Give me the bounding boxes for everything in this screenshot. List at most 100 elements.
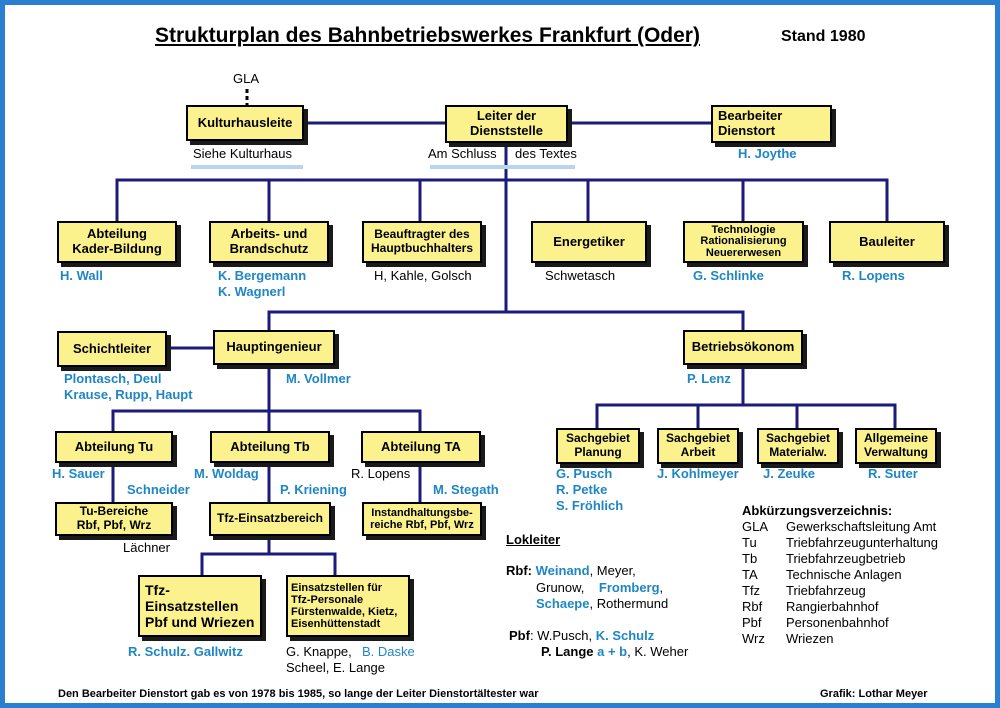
- abbrev-text: Gewerkschaftsleitung Amt: [786, 519, 937, 534]
- label-am-schluss: Am Schluss: [428, 146, 497, 161]
- name-vollmer: M. Vollmer: [286, 371, 351, 386]
- name-krause: Krause, Rupp, Haupt: [64, 387, 193, 402]
- abbrev-row: Rbf Rangierbahnhof: [742, 599, 879, 615]
- abbrev-text: Wriezen: [786, 631, 834, 646]
- abbrev-title: Abkürzungsverzeichnis:: [742, 503, 893, 518]
- name-grunow: Grunow,: [536, 580, 585, 595]
- name-schlinke: G. Schlinke: [693, 268, 764, 283]
- name-weinand: Weinand: [535, 563, 590, 578]
- lokleiter-pbf-line2: P. Lange a + b, K. Weher: [541, 644, 689, 660]
- box-beauftragter: Beauftragter des Hauptbuchhalters: [362, 221, 486, 267]
- name-fromberg: Fromberg: [598, 580, 660, 595]
- name-joythe: H. Joythe: [738, 146, 797, 161]
- name-rothermund: , Rothermund: [589, 596, 669, 611]
- name-pusch: G. Pusch: [556, 466, 613, 481]
- abbrev-text: Personenbahnhof: [786, 615, 889, 630]
- name-suter: R. Suter: [868, 466, 918, 481]
- footer-credit: Grafik: Lothar Meyer: [820, 688, 928, 700]
- underline-kulturhaus: [191, 165, 303, 169]
- box-sachgebiet-planung: Sachgebiet Planung: [556, 428, 644, 468]
- abbrev-key: TA: [742, 567, 758, 582]
- name-kahle: H, Kahle, Golsch: [374, 268, 472, 283]
- name-petke: R. Petke: [556, 482, 608, 497]
- abbrev-key: GLA: [742, 519, 769, 534]
- box-bearbeiter-dienstort: Bearbeiter Dienstort: [711, 105, 836, 147]
- abbrev-text: Rangierbahnhof: [786, 599, 879, 614]
- name-kriening: P. Kriening: [280, 482, 347, 497]
- box-hauptingenieur: Hauptingenieur: [213, 330, 339, 369]
- name-plontasch: Plontasch, Deul: [64, 371, 162, 386]
- box-instandhaltung: Instandhaltungsbe- reiche Rbf, Pbf, Wrz: [362, 502, 486, 540]
- box-allgemeine-verwaltung: Allgemeine Verwaltung: [855, 428, 941, 468]
- name-laechner: Lächner: [123, 540, 170, 555]
- box-schichtleiter: Schichtleiter: [57, 331, 171, 371]
- name-schaepe: Schaepe: [536, 596, 590, 611]
- box-tfz-einsatzbereich: Tfz-Einsatzbereich: [209, 502, 335, 540]
- abbrev-row: Tu Triebfahrzeugunterhaltung: [742, 535, 939, 551]
- box-sachgebiet-arbeit: Sachgebiet Arbeit: [657, 428, 743, 468]
- box-technologie: Technologie Rationalisierung Neuererwese…: [683, 221, 808, 267]
- box-abteilung-tu: Abteilung Tu: [55, 431, 177, 467]
- abbrev-text: Triebfahrzeugbetrieb: [786, 551, 906, 566]
- abbrev-text: Technische Anlagen: [786, 567, 902, 582]
- abbrev-row: Wrz Wriezen: [742, 631, 834, 647]
- gla-label: GLA: [233, 71, 260, 86]
- name-p-lange: P. Lange: [541, 644, 594, 659]
- name-wagnerl: K. Wagnerl: [218, 284, 286, 299]
- lokleiter-pbf-line1: Pbf: W.Pusch, K. Schulz: [509, 628, 654, 644]
- box-abteilung-ta: Abteilung TA: [361, 431, 485, 467]
- name-zeuke: J. Zeuke: [763, 466, 816, 481]
- name-daske: B. Daske: [362, 644, 415, 659]
- name-schulz-gallwitz: R. Schulz. Gallwitz: [128, 644, 243, 659]
- box-kulturhausleite: Kulturhausleite: [186, 105, 308, 145]
- name-wall: H. Wall: [60, 268, 103, 283]
- box-sachgebiet-material: Sachgebiet Materialw.: [757, 428, 843, 468]
- chart-title: Strukturplan des Bahnbetriebswerkes Fran…: [155, 24, 700, 47]
- comma-fromberg: ,: [659, 580, 664, 595]
- name-schneider: Schneider: [127, 482, 190, 497]
- name-stegath: M. Stegath: [433, 482, 499, 497]
- abbrev-key: Rbf: [742, 599, 763, 614]
- abbrev-key: Wrz: [742, 631, 765, 646]
- abbrev-row: GLA Gewerkschaftsleitung Amt: [742, 519, 937, 535]
- abbrev-key: Pbf: [742, 615, 762, 630]
- label-des-textes: des Textes: [515, 146, 577, 161]
- box-abteilung-kader: Abteilung Kader-Bildung: [57, 221, 181, 267]
- lokleiter-rbf-prefix: Rbf:: [506, 563, 532, 578]
- name-meyer: , Meyer,: [589, 563, 636, 578]
- abbrev-row: Tb Triebfahrzeugbetrieb: [742, 551, 906, 567]
- name-w-pusch: : W.Pusch,: [529, 628, 593, 643]
- abbrev-key: Tu: [742, 535, 757, 550]
- abbrev-key: Tb: [742, 551, 758, 566]
- lokleiter-rbf-line2: Grunow, Fromberg,: [536, 580, 664, 596]
- name-weher: , K. Weher: [627, 644, 689, 659]
- box-leiter-dienststelle: Leiter der Dienststelle: [445, 105, 572, 147]
- box-betriebsoekonom: Betriebsökonom: [683, 330, 807, 369]
- box-tfz-einsatzstellen: Tfz- Einsatzstellen Pbf und Wriezen: [138, 575, 266, 641]
- abbrev-key: Tfz: [742, 583, 761, 598]
- name-lopens-ta: R. Lopens: [351, 466, 411, 481]
- underline-am-schluss: [430, 165, 575, 169]
- lokleiter-rbf-line3: Schaepe, Rothermund: [536, 596, 669, 612]
- label-siehe-kulturhaus: Siehe Kulturhaus: [193, 146, 293, 161]
- abbrev-text: Triebfahrzeugunterhaltung: [786, 535, 939, 550]
- lokleiter-pbf-prefix: Pbf: [509, 628, 530, 643]
- name-sauer: H. Sauer: [52, 466, 105, 481]
- name-woldag: M. Woldag: [194, 466, 259, 481]
- name-kohlmeyer: J. Kohlmeyer: [657, 466, 739, 481]
- name-schwetasch: Schwetasch: [545, 268, 616, 283]
- name-lopens-bauleiter: R. Lopens: [842, 268, 905, 283]
- chart-stand: Stand 1980: [781, 28, 866, 45]
- connector-lines: [111, 89, 897, 577]
- abbrev-row: Pbf Personenbahnhof: [742, 615, 889, 631]
- abbrev-text: Triebfahrzeug: [786, 583, 866, 598]
- footer-note: Den Bearbeiter Dienstort gab es von 1978…: [58, 688, 539, 700]
- box-arbeitsschutz: Arbeits- und Brandschutz: [209, 221, 333, 267]
- box-bauleiter: Bauleiter: [829, 221, 949, 267]
- label-a-plus-b: a + b: [597, 644, 628, 659]
- name-knappe: G. Knappe,: [286, 644, 352, 659]
- box-einsatzstellen-personale: Einsatzstellen für Tfz-Personale Fürsten…: [286, 575, 414, 641]
- box-abteilung-tb: Abteilung Tb: [210, 431, 334, 467]
- name-bergemann: K. Bergemann: [218, 268, 307, 283]
